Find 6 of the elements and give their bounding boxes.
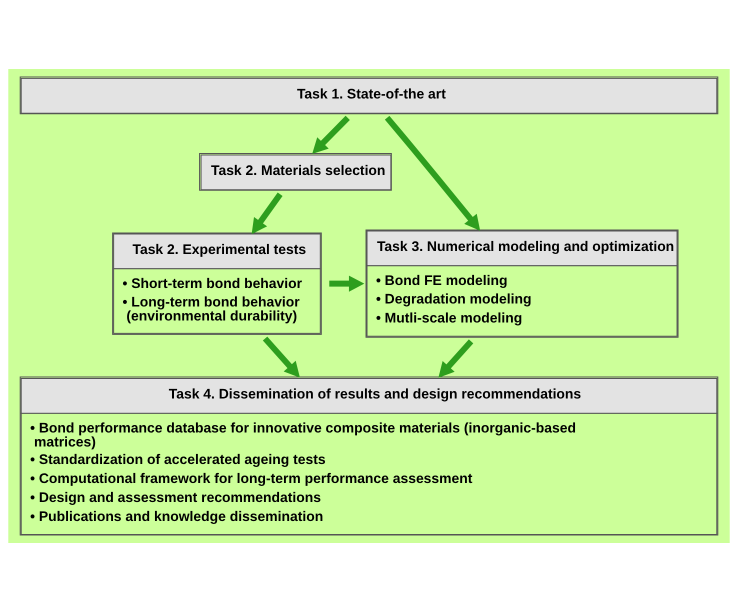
arrow — [262, 336, 300, 378]
arrow — [252, 192, 283, 234]
arrow — [438, 339, 474, 378]
arrow — [384, 116, 480, 231]
arrow — [329, 276, 364, 292]
arrow — [312, 116, 350, 154]
